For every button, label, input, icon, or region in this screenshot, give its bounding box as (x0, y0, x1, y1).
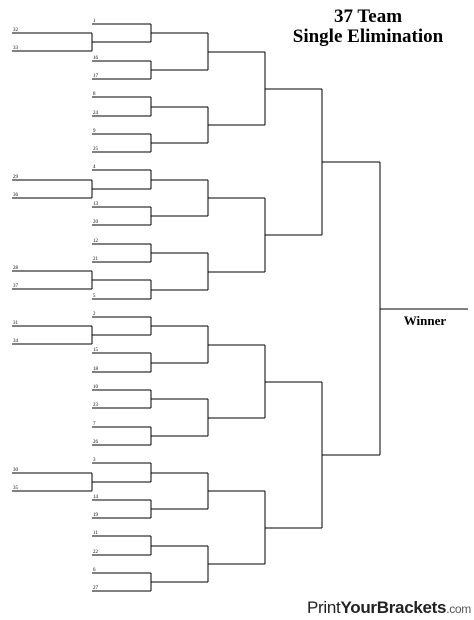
round1-seed-label: 19 (93, 513, 99, 518)
brand-part-3: .com (446, 602, 471, 616)
round1-seed-label: 25 (93, 147, 99, 152)
round1-seed-label: 26 (93, 440, 99, 445)
brand-logo: PrintYourBrackets.com (307, 598, 471, 618)
play-in-seed-label: 31 (13, 321, 19, 326)
brand-part-1: Print (307, 598, 341, 617)
play-in-seed-label: 34 (13, 339, 19, 344)
round1-seed-label: 3 (93, 458, 96, 463)
round1-seed-label: 16 (93, 56, 99, 61)
round1-seed-label: 15 (93, 348, 99, 353)
page-title-line-1: 37 Team (333, 6, 403, 27)
round1-seed-label: 21 (93, 257, 99, 262)
round1-seed-label: 18 (93, 367, 99, 372)
round1-seed-label: 24 (93, 111, 99, 116)
round1-seed-label: 8 (93, 92, 96, 97)
round1-seed-label: 10 (93, 385, 99, 390)
round1-seed-label: 23 (93, 403, 99, 408)
round1-seed-label: 9 (93, 129, 96, 134)
play-in-seed-label: 36 (13, 193, 19, 198)
play-in-seed-label: 35 (13, 486, 19, 491)
round1-seed-label: 12 (93, 239, 99, 244)
page-title-line-2: Single Elimination (292, 26, 444, 47)
play-in-seed-label: 37 (13, 284, 19, 289)
play-in-seed-label: 33 (13, 46, 19, 51)
round1-seed-label: 7 (93, 422, 96, 427)
play-in-seed-label: 28 (13, 266, 19, 271)
round1-seed-label: 2 (93, 312, 96, 317)
round1-seed-label: 14 (93, 495, 99, 500)
round1-seed-label: 22 (93, 550, 99, 555)
round1-seed-label: 11 (93, 531, 98, 536)
round1-seed-label: 5 (93, 294, 96, 299)
play-in-seed-label: 32 (13, 28, 19, 33)
round1-seed-label: 13 (93, 202, 99, 207)
round1-seed-label: 6 (93, 568, 96, 573)
round1-seed-label: 1 (93, 19, 96, 24)
round1-seed-label: 4 (93, 165, 96, 170)
winner-label: Winner (403, 313, 447, 328)
brand-part-2: YourBrackets (340, 598, 447, 617)
play-in-seed-label: 29 (13, 175, 19, 180)
round1-seed-label: 27 (93, 586, 99, 591)
round1-seed-label: 17 (93, 74, 99, 79)
round1-seed-label: 20 (93, 220, 99, 225)
play-in-seed-label: 30 (13, 468, 19, 473)
